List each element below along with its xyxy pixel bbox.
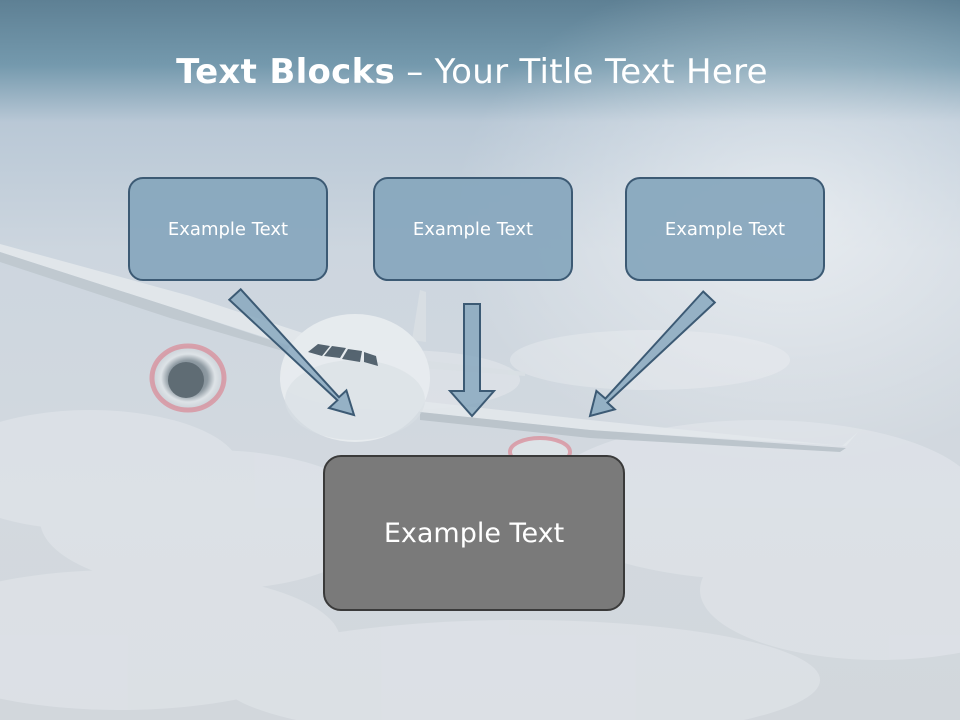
block-right-label: Example Text bbox=[664, 218, 786, 240]
example-text-block-bottom[interactable]: Example Text bbox=[323, 455, 625, 611]
title-rest-part: – Your Title Text Here bbox=[395, 52, 768, 92]
block-left-label: Example Text bbox=[167, 218, 289, 240]
example-text-block-right[interactable]: Example Text bbox=[625, 177, 825, 281]
block-center-label: Example Text bbox=[412, 218, 534, 240]
example-text-block-left[interactable]: Example Text bbox=[128, 177, 328, 281]
example-text-block-center[interactable]: Example Text bbox=[373, 177, 573, 281]
block-bottom-label: Example Text bbox=[383, 517, 565, 549]
title-bold-part: Text Blocks bbox=[176, 52, 396, 92]
slide-title: Text Blocks – Your Title Text Here bbox=[0, 52, 944, 92]
